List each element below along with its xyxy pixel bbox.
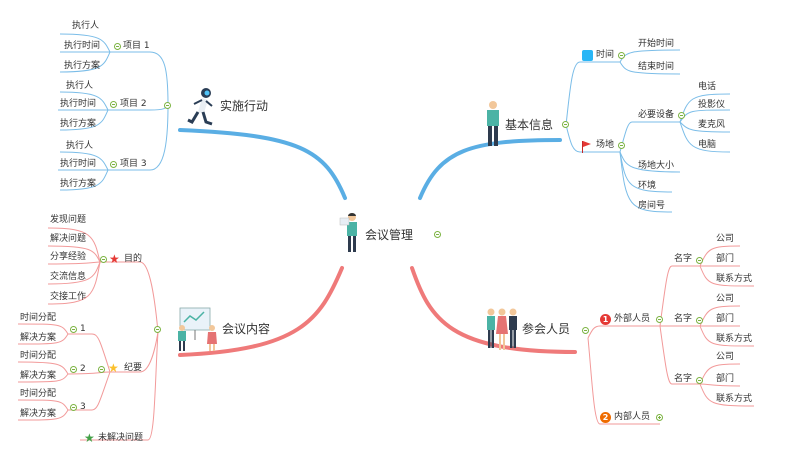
time-toggle[interactable] [618,52,625,59]
goal-leaf[interactable]: 解决问题 [50,234,87,244]
minutes-leaf[interactable]: 解决方案 [20,409,57,419]
person-icon [484,100,502,148]
green-star-icon: ★ [84,431,95,445]
clock-icon [582,50,593,61]
minutes-leaf[interactable]: 时间分配 [20,389,57,399]
goal-leaf[interactable]: 交接工作 [50,292,87,302]
action-leaf[interactable]: 执行时间 [60,159,97,169]
name2-toggle[interactable] [696,317,703,324]
attendee-leaf[interactable]: 公司 [716,294,735,304]
name-label[interactable]: 名字 [674,314,693,324]
running-person-icon [184,86,216,130]
presenter-icon [338,212,362,256]
action-leaf[interactable]: 执行人 [66,81,94,91]
venue-leaf[interactable]: 房间号 [638,201,666,211]
venue-leaf[interactable]: 场地大小 [638,161,675,171]
attendees-collapse-toggle[interactable] [582,327,589,334]
minutes-label[interactable]: 纪要 [124,363,143,373]
name-label[interactable]: 名字 [674,254,693,264]
info-time-label[interactable]: 时间 [596,50,615,60]
action-leaf[interactable]: 执行方案 [64,61,101,71]
minutes-item-3[interactable]: 3 [80,402,86,412]
action-leaf[interactable]: 执行方案 [60,179,97,189]
branch-line-info [418,138,562,200]
yellow-star-icon: ★ [108,361,119,375]
expand-internal-toggle[interactable] [656,414,663,421]
branch-line-attendees [410,266,577,354]
action-item-3[interactable]: 项目 3 [120,159,147,169]
attendee-leaf[interactable]: 部门 [716,314,735,324]
name-label[interactable]: 名字 [674,374,693,384]
attendee-leaf[interactable]: 公司 [716,234,735,244]
attendee-leaf[interactable]: 公司 [716,352,735,362]
info-leaf[interactable]: 开始时间 [638,39,675,49]
action-leaf[interactable]: 执行人 [72,21,100,31]
presentation-icon [174,306,220,352]
external-toggle[interactable] [656,316,663,323]
info-leaf[interactable]: 结束时间 [638,62,675,72]
item3-toggle[interactable] [110,161,117,168]
red-star-icon: ★ [109,252,120,266]
name3-toggle[interactable] [696,377,703,384]
minutes-leaf[interactable]: 解决方案 [20,333,57,343]
flag-icon [582,138,592,153]
goal-toggle[interactable] [100,256,107,263]
group-icon [484,306,520,352]
action-leaf[interactable]: 执行时间 [64,41,101,51]
action-leaf[interactable]: 执行方案 [60,119,97,129]
minutes-item-1[interactable]: 1 [80,324,86,334]
priority-1-badge: 1 [600,314,611,325]
attendee-leaf[interactable]: 部门 [716,374,735,384]
venue-toggle[interactable] [618,142,625,149]
content-collapse-toggle[interactable] [154,326,161,333]
item1-toggle[interactable] [114,43,121,50]
equipment-leaf[interactable]: 电话 [698,82,717,92]
action-collapse-toggle[interactable] [164,102,171,109]
equipment-leaf[interactable]: 电脑 [698,140,717,150]
minutes-leaf[interactable]: 解决方案 [20,371,57,381]
center-topic[interactable]: 会议管理 [365,228,414,242]
venue-leaf[interactable]: 环境 [638,181,657,191]
goal-leaf[interactable]: 分享经验 [50,252,87,262]
attendee-leaf[interactable]: 联系方式 [716,334,753,344]
name1-toggle[interactable] [696,257,703,264]
goal-leaf[interactable]: 发现问题 [50,215,87,225]
branch-attendees-label[interactable]: 参会人员 [522,322,571,336]
branch-content-label[interactable]: 会议内容 [222,322,271,336]
attendee-leaf[interactable]: 联系方式 [716,274,753,284]
internal-label[interactable]: 内部人员 [614,412,651,422]
info-venue-label[interactable]: 场地 [596,140,615,150]
action-item-2[interactable]: 项目 2 [120,99,147,109]
minutes-toggle[interactable] [98,366,105,373]
action-leaf[interactable]: 执行人 [66,141,94,151]
branch-line-content [178,266,344,357]
minutes-item1-toggle[interactable] [70,326,77,333]
branch-info-label[interactable]: 基本信息 [505,118,554,132]
goal-leaf[interactable]: 交流信息 [50,272,87,282]
info-collapse-toggle[interactable] [562,121,569,128]
equipment-leaf[interactable]: 麦克风 [698,120,726,130]
priority-2-badge: 2 [600,412,611,423]
action-leaf[interactable]: 执行时间 [60,99,97,109]
collapse-toggle[interactable] [434,231,441,238]
equipment-toggle[interactable] [678,112,685,119]
minutes-item-2[interactable]: 2 [80,364,86,374]
goal-label[interactable]: 目的 [124,254,143,264]
action-item-1[interactable]: 项目 1 [123,41,150,51]
item2-toggle[interactable] [110,101,117,108]
equipment-leaf[interactable]: 投影仪 [698,100,726,110]
branch-line-action [178,128,347,200]
attendee-leaf[interactable]: 联系方式 [716,394,753,404]
minutes-item3-toggle[interactable] [70,404,77,411]
branch-action-label[interactable]: 实施行动 [220,99,269,113]
equipment-label[interactable]: 必要设备 [638,110,675,120]
external-label[interactable]: 外部人员 [614,314,651,324]
minutes-leaf[interactable]: 时间分配 [20,313,57,323]
minutes-item2-toggle[interactable] [70,366,77,373]
attendee-leaf[interactable]: 部门 [716,254,735,264]
unresolved-label[interactable]: 未解决问题 [98,433,144,443]
minutes-leaf[interactable]: 时间分配 [20,351,57,361]
